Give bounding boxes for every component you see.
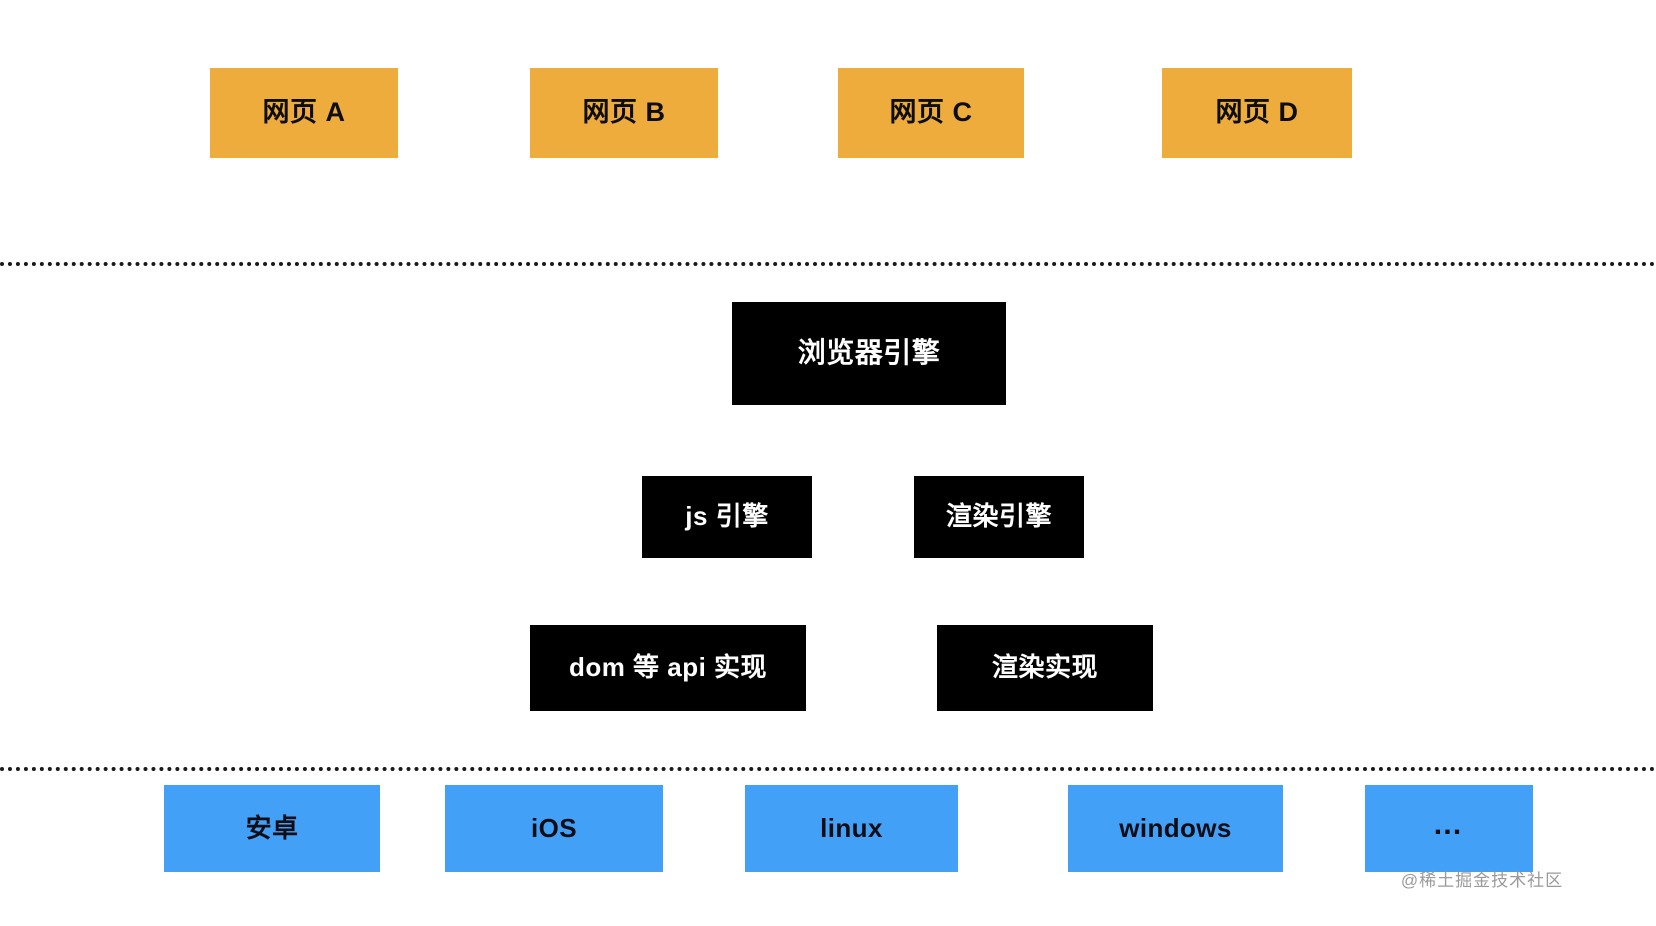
divider-engine-os	[0, 767, 1656, 771]
node-web-pages-3: 网页 D	[1162, 68, 1352, 158]
node-operating-systems-0: 安卓	[164, 785, 380, 872]
node-engines-1: 渲染引擎	[914, 476, 1084, 558]
node-web-pages-2: 网页 C	[838, 68, 1024, 158]
node-engines-0: js 引擎	[642, 476, 812, 558]
node-implementations-1: 渲染实现	[937, 625, 1153, 711]
divider-pages-engine	[0, 262, 1656, 266]
node-operating-systems-3: windows	[1068, 785, 1283, 872]
watermark: @稀土掘金技术社区	[1400, 871, 1564, 890]
node-operating-systems-4: …	[1365, 785, 1533, 872]
node-operating-systems-2: linux	[745, 785, 958, 872]
node-web-pages-0: 网页 A	[210, 68, 398, 158]
node-browser-engine-0: 浏览器引擎	[732, 302, 1006, 405]
node-implementations-0: dom 等 api 实现	[530, 625, 806, 711]
node-operating-systems-1: iOS	[445, 785, 663, 872]
node-web-pages-1: 网页 B	[530, 68, 718, 158]
